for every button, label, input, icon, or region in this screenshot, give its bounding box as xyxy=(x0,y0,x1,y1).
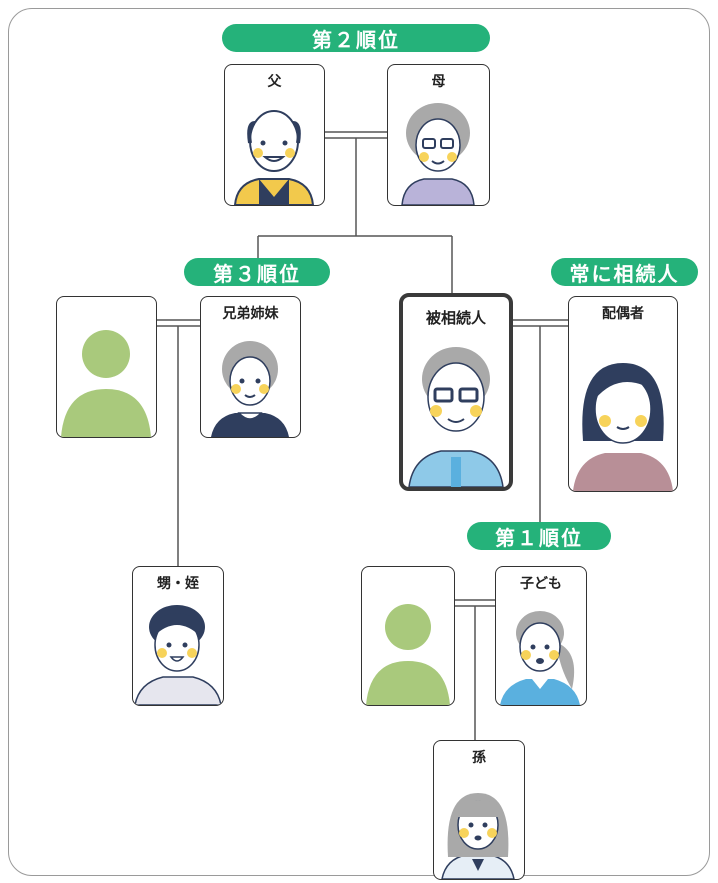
rank3-badge: 第３順位 xyxy=(184,258,330,286)
siblings-label: 兄弟姉妹 xyxy=(222,306,279,322)
always-heir-badge: 常に相続人 xyxy=(551,258,698,286)
child-label: 子ども xyxy=(520,576,562,592)
glasses-man-portrait-icon xyxy=(408,347,504,487)
grandchild-card: 孫 xyxy=(433,740,525,880)
sibling-spouse-card xyxy=(56,296,157,438)
siblings-card: 兄弟姉妹 xyxy=(200,296,301,438)
rank1-badge: 第１順位 xyxy=(467,522,611,550)
young-woman-portrait-icon xyxy=(500,611,580,705)
grandchild-label: 孫 xyxy=(472,750,486,766)
father-label: 父 xyxy=(267,74,282,90)
gray-haired-woman-portrait-icon xyxy=(211,341,289,437)
father-card: 父 xyxy=(224,64,325,206)
person-silhouette-icon xyxy=(61,330,151,437)
young-man-portrait-icon xyxy=(134,605,222,705)
mother-label: 母 xyxy=(431,74,446,90)
child-card: 子ども xyxy=(495,566,587,706)
nephew-niece-card: 甥・姪 xyxy=(132,566,224,706)
diagram-frame xyxy=(8,8,710,876)
person-silhouette-icon xyxy=(366,604,450,705)
deceased-label: 被相続人 xyxy=(425,309,486,327)
deceased-card: 被相続人 xyxy=(399,293,513,491)
elderly-woman-portrait-icon xyxy=(401,103,475,205)
spouse-card: 配偶者 xyxy=(568,296,678,492)
mother-card: 母 xyxy=(387,64,490,206)
rank2-badge: 第２順位 xyxy=(222,24,490,52)
girl-portrait-icon xyxy=(441,793,515,879)
spouse-label: 配偶者 xyxy=(602,306,644,322)
elderly-man-portrait-icon xyxy=(233,110,315,205)
nephew-niece-label: 甥・姪 xyxy=(157,576,199,592)
woman-portrait-icon xyxy=(573,363,673,491)
child-spouse-card xyxy=(361,566,455,706)
